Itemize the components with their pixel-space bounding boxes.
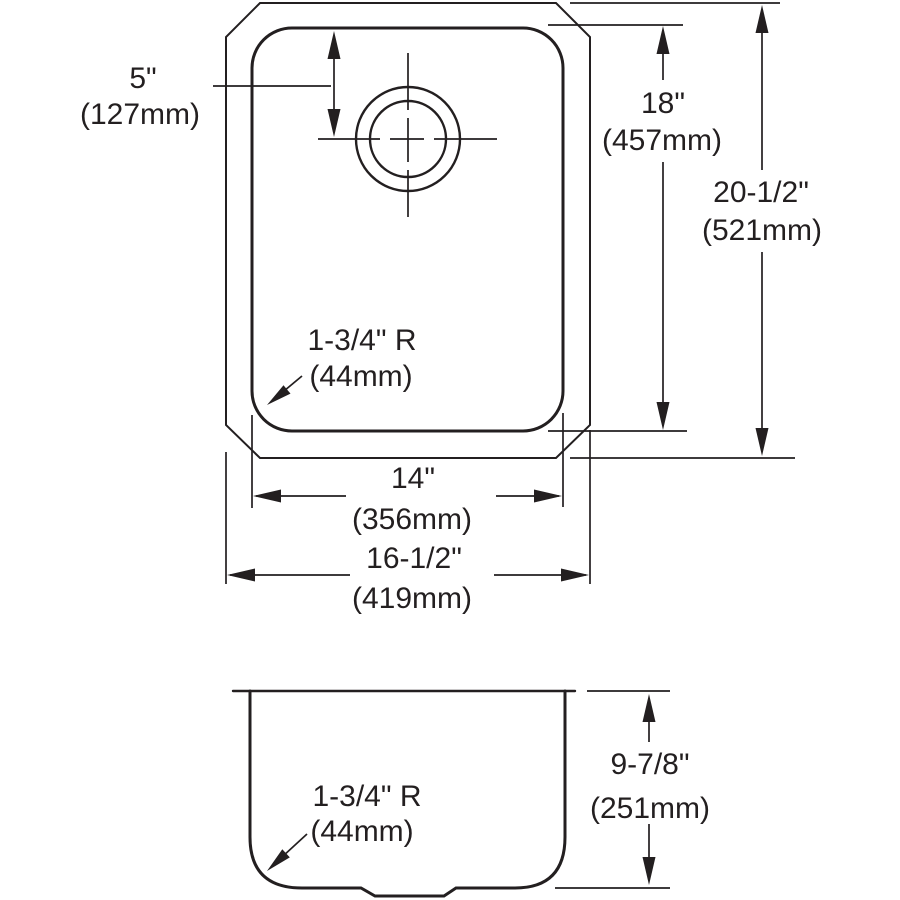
dim-side-corner-radius: 1-3/4" R (44mm) <box>267 780 422 871</box>
arrowhead-diagonal <box>267 849 290 871</box>
side-view: 1-3/4" R (44mm) 9-7/8" (251mm) <box>231 689 710 898</box>
dim-overall-width-value-in: 16-1/2" <box>366 542 462 575</box>
dim-faucet-hole-offset-value-mm: (127mm) <box>80 98 200 131</box>
arrowhead-up <box>755 5 769 33</box>
dim-bowl-front-to-back: 18" (457mm) <box>548 24 722 432</box>
arrowhead-up <box>642 694 656 722</box>
dim-bowl-front-to-back-value-mm: (457mm) <box>602 124 722 157</box>
arrowhead-left <box>227 568 255 582</box>
arrowhead-left <box>253 489 281 503</box>
dim-overall-front-to-back: 20-1/2" (521mm) <box>570 2 822 459</box>
dim-bowl-front-to-back-value-in: 18" <box>641 87 685 120</box>
arrowhead-up <box>327 31 341 59</box>
dim-bowl-depth-value-in: 9-7/8" <box>610 748 689 781</box>
top-view: 5" (127mm) 18" (457mm) 20-1/2" (521mm) <box>80 2 822 615</box>
dim-side-corner-radius-value-mm: (44mm) <box>310 815 413 848</box>
dim-bowl-depth-value-mm: (251mm) <box>590 792 710 825</box>
dim-overall-front-to-back-value-in: 20-1/2" <box>713 176 809 209</box>
dim-bowl-width-value-mm: (356mm) <box>352 503 472 536</box>
arrowhead-down <box>656 402 670 430</box>
arrowhead-down <box>327 109 341 137</box>
dim-overall-width: 16-1/2" (419mm) <box>225 430 591 615</box>
top-view-outer-rim-outline <box>225 2 591 459</box>
arrowhead-down <box>642 857 656 885</box>
arrowhead-diagonal <box>267 385 291 405</box>
dim-faucet-hole-offset: 5" (127mm) <box>80 31 341 137</box>
arrowhead-right <box>561 568 589 582</box>
dim-top-corner-radius-value-mm: (44mm) <box>309 360 412 393</box>
top-view-bowl-outline <box>250 26 565 433</box>
dim-bowl-width: 14" (356mm) <box>251 413 564 536</box>
dim-top-corner-radius: 1-3/4" R (44mm) <box>267 324 417 405</box>
radius-leader-line <box>281 833 308 858</box>
arrowhead-right <box>534 489 562 503</box>
dim-bowl-depth: 9-7/8" (251mm) <box>555 690 710 889</box>
dim-overall-front-to-back-value-mm: (521mm) <box>702 214 822 247</box>
arrowhead-down <box>755 428 769 456</box>
arrowhead-up <box>656 26 670 54</box>
dim-overall-width-value-mm: (419mm) <box>352 582 472 615</box>
dim-faucet-hole-offset-value-in: 5" <box>129 62 156 95</box>
dim-side-corner-radius-value-in: 1-3/4" R <box>312 780 421 813</box>
dim-top-corner-radius-value-in: 1-3/4" R <box>307 324 416 357</box>
side-view-bowl-outline <box>248 689 567 898</box>
dim-bowl-width-value-in: 14" <box>391 462 435 495</box>
